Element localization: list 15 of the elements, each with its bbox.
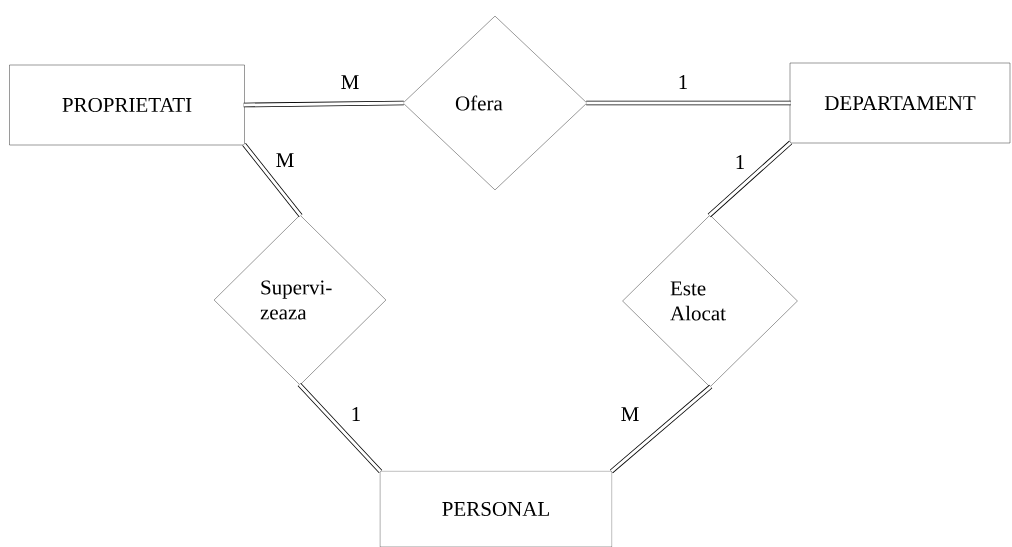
relationship-line [586, 100, 791, 106]
cardinality-label: 1 [733, 154, 747, 170]
cardinality-label: 1 [676, 74, 690, 90]
relationship-line [243, 100, 404, 108]
cardinality-label: 1 [349, 406, 363, 422]
relationship-line [707, 140, 793, 218]
cardinality-label: M [274, 152, 296, 168]
relationship-line [609, 384, 713, 474]
relationship-line [297, 382, 383, 474]
entity-box: PROPRIETATI [9, 64, 245, 146]
entity-box: PERSONAL [379, 470, 613, 547]
relationship-line [242, 143, 303, 218]
cardinality-label: M [339, 74, 361, 90]
cardinality-label: M [619, 406, 641, 422]
entity-box: DEPARTAMENT [789, 62, 1011, 144]
